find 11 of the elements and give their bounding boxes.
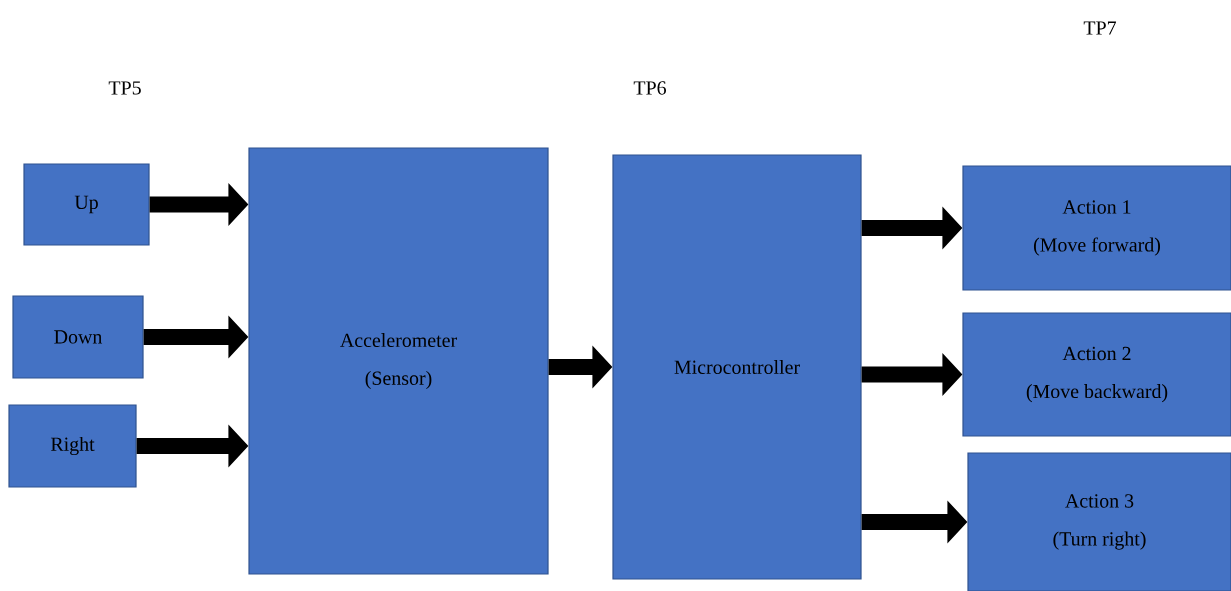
process-box: Action 2 (Move backward) [962,312,1231,437]
test-point-label: TP6 [633,81,667,95]
process-box: Accelerometer (Sensor) [248,147,549,575]
process-box: Up [23,163,150,246]
process-box: Microcontroller [612,154,862,580]
test-point-label: TP5 [108,81,141,95]
process-box: Action 3 (Turn right) [967,452,1231,591]
process-box: Action 1 (Move forward) [962,165,1231,291]
process-box: Down [12,295,144,379]
process-box: Right [8,404,137,488]
test-point-label: TP7 [1083,21,1117,35]
